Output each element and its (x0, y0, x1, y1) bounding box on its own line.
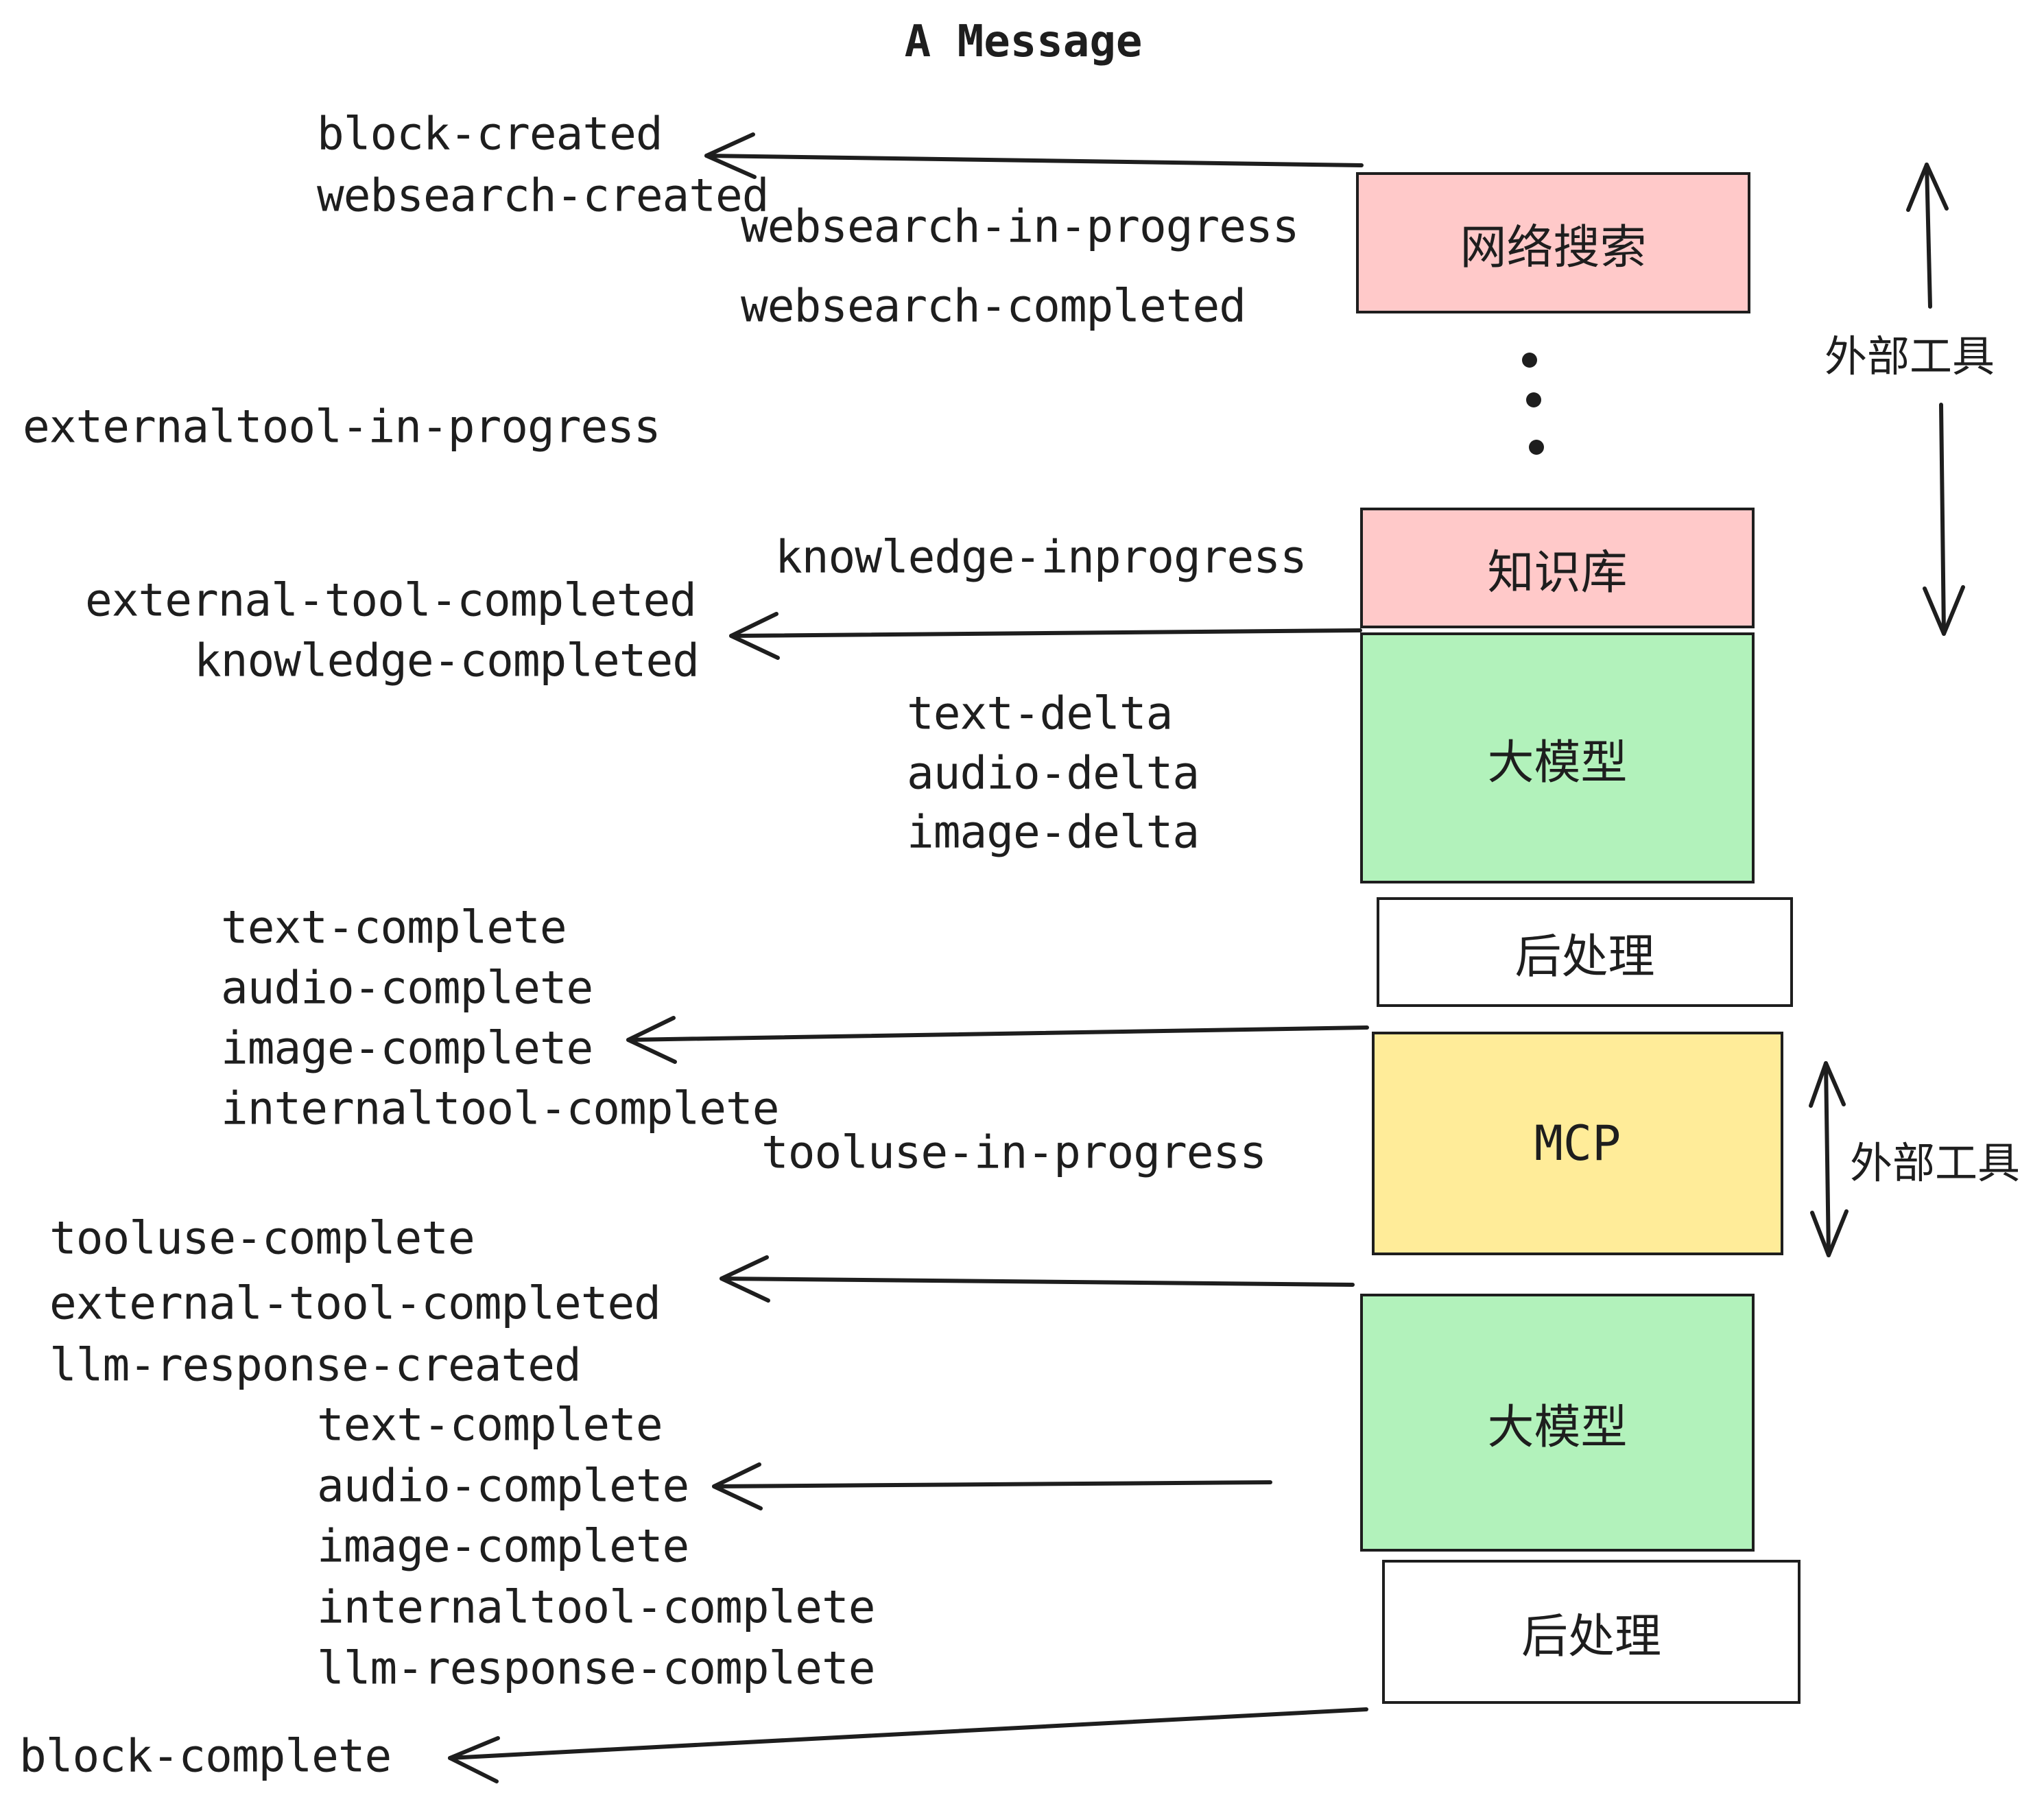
arrow-tooluse-complete-head (720, 1255, 770, 1303)
event-text-complete-2: text-complete (317, 1398, 663, 1451)
event-tooluse-complete: tooluse-complete (49, 1211, 475, 1265)
arrow-tooluse-complete (720, 1277, 1355, 1287)
box-websearch: 网络搜索 (1356, 172, 1750, 313)
event-block-created: block-created (317, 107, 663, 161)
box-llm-1-label: 大模型 (1487, 736, 1628, 789)
event-audio-complete: audio-complete (221, 961, 593, 1014)
event-websearch-in-progress: websearch-in-progress (741, 200, 1299, 253)
event-tooluse-in-progress: tooluse-in-progress (761, 1126, 1267, 1179)
arrow-knowledge-completed (729, 628, 1362, 638)
event-websearch-created: websearch-created (317, 169, 770, 222)
box-knowledge-label: 知识库 (1487, 546, 1628, 599)
event-text-complete: text-complete (221, 901, 567, 954)
event-external-tool-completed: external-tool-completed (85, 573, 697, 627)
arrow-mcp-external-tools-up-head (1809, 1061, 1846, 1108)
arrow-mcp-external-tools (1824, 1061, 1831, 1257)
arrow-knowledge-completed-head (729, 612, 780, 660)
annotation-external-tools-top: 外部工具 (1825, 333, 1995, 381)
box-llm-2: 大模型 (1360, 1294, 1755, 1552)
event-llm-response-created: llm-response-created (49, 1338, 582, 1392)
arrow-external-tools-down-head (1923, 585, 1965, 636)
box-postprocess-1-label: 后处理 (1514, 930, 1655, 983)
arrow-external-tools-down (1939, 403, 1946, 636)
arrow-external-tools-up-head (1906, 163, 1949, 212)
event-externaltool-in-progress: externaltool-in-progress (23, 400, 661, 453)
event-knowledge-completed: knowledge-completed (194, 634, 700, 687)
arrow-external-tools-up (1925, 163, 1932, 309)
annotation-external-tools-mid: 外部工具 (1850, 1140, 2021, 1187)
event-image-complete-2: image-complete (317, 1519, 689, 1573)
event-audio-delta: audio-delta (907, 746, 1200, 800)
ellipsis-dot (1529, 440, 1544, 455)
event-internaltool-complete-2: internaltool-complete (317, 1580, 875, 1634)
event-websearch-completed: websearch-completed (741, 279, 1246, 333)
box-llm-1: 大模型 (1360, 632, 1755, 883)
box-llm-2-label: 大模型 (1487, 1401, 1628, 1453)
event-knowledge-inprogress: knowledge-inprogress (775, 530, 1307, 584)
event-text-delta: text-delta (907, 687, 1173, 740)
event-image-complete: image-complete (221, 1021, 593, 1075)
event-image-delta: image-delta (907, 805, 1200, 859)
arrow-complete-group-1-head (626, 1016, 677, 1064)
event-llm-response-complete: llm-response-complete (317, 1641, 875, 1695)
ellipsis-dot (1526, 392, 1541, 407)
box-knowledge: 知识库 (1360, 508, 1755, 628)
arrow-complete-group-2-head (712, 1462, 763, 1510)
arrow-mcp-external-tools-down-head (1810, 1209, 1849, 1257)
arrow-block-complete-head (448, 1736, 500, 1783)
arrow-block-complete (448, 1707, 1368, 1760)
ellipsis-dot (1522, 353, 1537, 368)
arrow-websearch-created (704, 154, 1364, 167)
box-mcp: MCP (1372, 1032, 1783, 1255)
diagram-title: A Message (904, 16, 1143, 67)
event-block-complete: block-complete (19, 1729, 392, 1783)
event-internaltool-complete: internaltool-complete (221, 1082, 779, 1135)
box-mcp-label: MCP (1534, 1115, 1621, 1172)
arrow-complete-group-1 (626, 1025, 1369, 1042)
box-postprocess-1: 后处理 (1377, 897, 1793, 1007)
arrow-complete-group-2 (712, 1480, 1272, 1488)
event-external-tool-completed-2: external-tool-completed (49, 1277, 661, 1330)
box-postprocess-2-label: 后处理 (1521, 1610, 1661, 1663)
box-websearch-label: 网络搜索 (1460, 221, 1647, 274)
box-postprocess-2: 后处理 (1382, 1560, 1801, 1704)
event-audio-complete-2: audio-complete (317, 1459, 689, 1512)
